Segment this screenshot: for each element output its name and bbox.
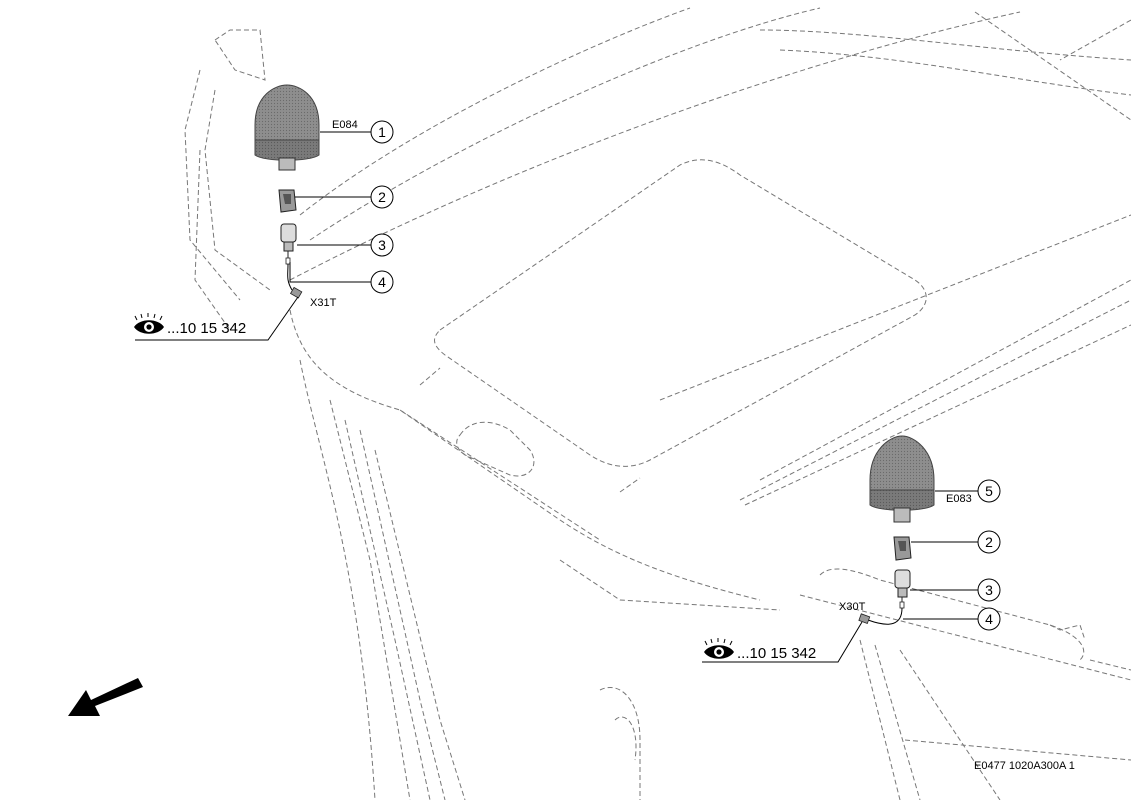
leader-lines bbox=[135, 131, 978, 663]
cable-left bbox=[287, 263, 303, 299]
drawing-code: E0477 1020A300A 1 bbox=[974, 760, 1075, 772]
callout-number: 4 bbox=[985, 611, 993, 627]
beacon-left-assembly bbox=[254, 84, 320, 299]
bracket-left bbox=[278, 189, 297, 213]
callout-number: 2 bbox=[378, 189, 386, 205]
see-reference-left[interactable]: ...10 15 342 bbox=[134, 313, 246, 337]
reference-text: ...10 15 342 bbox=[737, 645, 816, 662]
callout-number: 3 bbox=[378, 237, 386, 253]
callout-2-left: 2 bbox=[370, 185, 394, 209]
label-e084: E084 bbox=[332, 119, 358, 131]
label-e083: E083 bbox=[946, 493, 972, 505]
see-reference-right[interactable]: ...10 15 342 bbox=[704, 638, 816, 662]
label-x30t: X30T bbox=[839, 601, 866, 613]
label-x31t: X31T bbox=[310, 297, 337, 309]
direction-arrow-icon bbox=[68, 678, 143, 716]
callout-number: 4 bbox=[378, 274, 386, 290]
vehicle-outline bbox=[184, 7, 1131, 800]
callout-3-left: 3 bbox=[370, 233, 394, 257]
eye-icon bbox=[704, 638, 734, 659]
cable-right bbox=[858, 607, 903, 625]
socket-left bbox=[280, 223, 297, 265]
callout-3-right: 3 bbox=[977, 578, 1001, 602]
callout-4-right: 4 bbox=[977, 607, 1001, 631]
callout-5: 5 bbox=[977, 479, 1001, 503]
callout-2-right: 2 bbox=[977, 530, 1001, 554]
callout-number: 2 bbox=[985, 534, 993, 550]
callout-1: 1 bbox=[370, 120, 394, 144]
beacon-right-e083 bbox=[869, 435, 935, 523]
beacon-right-assembly bbox=[858, 435, 935, 625]
eye-icon bbox=[134, 313, 164, 334]
reference-text: ...10 15 342 bbox=[167, 320, 246, 337]
beacon-left-e084 bbox=[254, 84, 320, 171]
callout-number: 3 bbox=[985, 582, 993, 598]
socket-right bbox=[894, 569, 911, 609]
bracket-right bbox=[893, 536, 912, 561]
callout-number: 1 bbox=[378, 124, 386, 140]
callout-4-left: 4 bbox=[370, 270, 394, 294]
callout-number: 5 bbox=[985, 483, 993, 499]
